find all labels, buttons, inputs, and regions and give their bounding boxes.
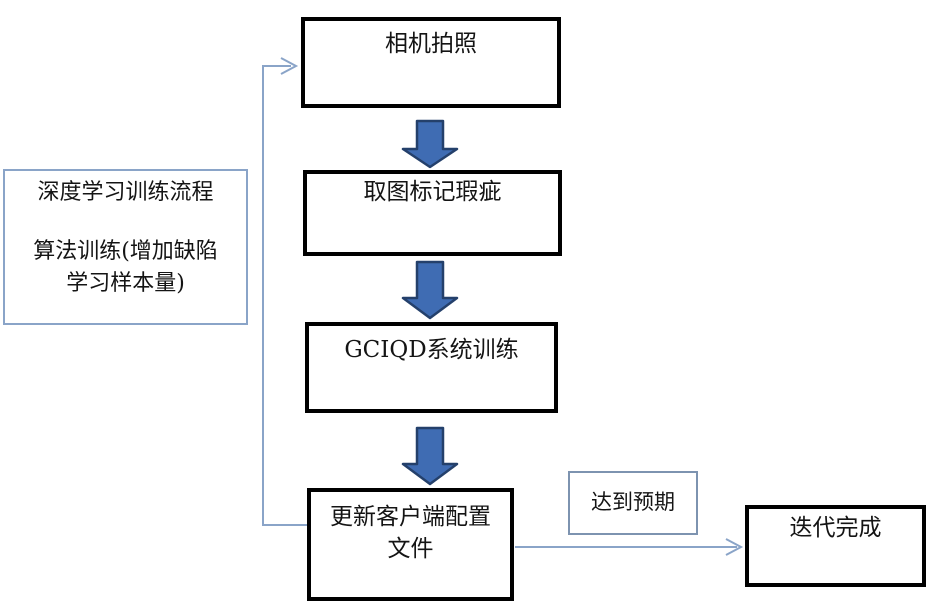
note-box-line3: 学习样本量) (66, 271, 185, 296)
feedback-arrowhead-icon (280, 57, 299, 75)
note-box-line2: 算法训练(增加缺陷 (33, 239, 218, 264)
flow-box-system-training-label: GCIQD系统训练 (344, 337, 519, 363)
note-box-line1: 深度学习训练流程 (37, 180, 214, 205)
note-box-gap (5, 208, 246, 236)
flow-box-iteration-done-label: 迭代完成 (789, 515, 882, 541)
down-block-arrow-2 (401, 260, 459, 320)
expect-label-text: 达到预期 (591, 490, 675, 514)
flow-box-mark-defects: 取图标记瑕疵 (303, 170, 562, 256)
down-block-arrow-1 (401, 119, 459, 169)
down-block-arrow-3 (401, 426, 459, 486)
expect-label-box: 达到预期 (568, 471, 698, 535)
flow-box-iteration-done: 迭代完成 (745, 505, 926, 587)
done-arrowhead-icon (725, 538, 744, 556)
flow-box-update-config: 更新客户端配置 文件 (307, 488, 514, 601)
flow-box-camera: 相机拍照 (301, 17, 561, 108)
note-box-training-process: 深度学习训练流程 算法训练(增加缺陷 学习样本量) (3, 169, 248, 325)
flow-box-update-config-line1: 更新客户端配置 (330, 504, 491, 530)
flow-box-system-training: GCIQD系统训练 (305, 322, 558, 413)
flow-box-update-config-line2: 文件 (387, 536, 434, 562)
feedback-connector-line (262, 65, 307, 526)
flow-box-mark-defects-label: 取图标记瑕疵 (363, 179, 502, 205)
flow-box-camera-label: 相机拍照 (385, 31, 477, 57)
